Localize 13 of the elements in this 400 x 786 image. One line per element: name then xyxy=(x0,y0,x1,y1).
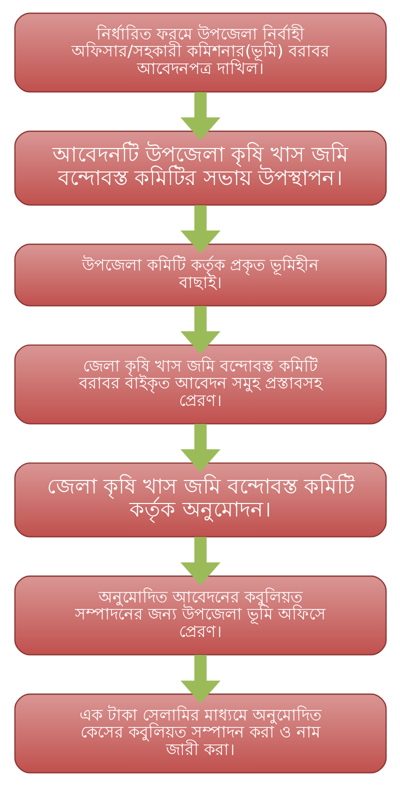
node-box: নির্ধারিত ফরমে উপজেলা নির্বাহী অফিসার/সহকারী কমিশনার(ভূমি) বরাবর আবেদনপত্র দাখিল। xyxy=(14,12,386,92)
node-box: জেলা কৃষি খাস জমি বন্দোবস্ত কমিটি বরাবর বাইকৃত আবেদন সমুহ প্রস্তাবসহ প্রেরণ। xyxy=(14,344,386,424)
arrow xyxy=(180,92,220,140)
node-box: এক টাকা সেলামির মাধ্যমে অনুমোদিত কেসের কবুলিয়ত সম্পাদন করা ও নাম জারী করা। xyxy=(14,694,386,774)
node-box: উপজেলা কমিটি কর্তৃক প্রকৃত ভূমিহীন বাছাই। xyxy=(14,244,386,306)
arrow xyxy=(180,536,220,586)
arrow xyxy=(180,654,220,704)
arrow xyxy=(180,205,220,254)
node-box: অনুমোদিত আবেদনের কবুলিয়ত সম্পাদনের জন্য উপজেলা ভূমি অফিসে প্রেরণ। xyxy=(14,576,386,656)
arrow xyxy=(180,306,220,354)
arrow xyxy=(180,424,220,472)
node-box: জেলা কৃষি খাস জমি বন্দোবস্ত কমিটি কর্তৃক অনুমোদন। xyxy=(14,462,386,538)
node-box: আবেদনটি উপজেলা কৃষি খাস জমি বন্দোবস্ত কমিটির সভায় উপস্থাপন। xyxy=(14,130,386,206)
